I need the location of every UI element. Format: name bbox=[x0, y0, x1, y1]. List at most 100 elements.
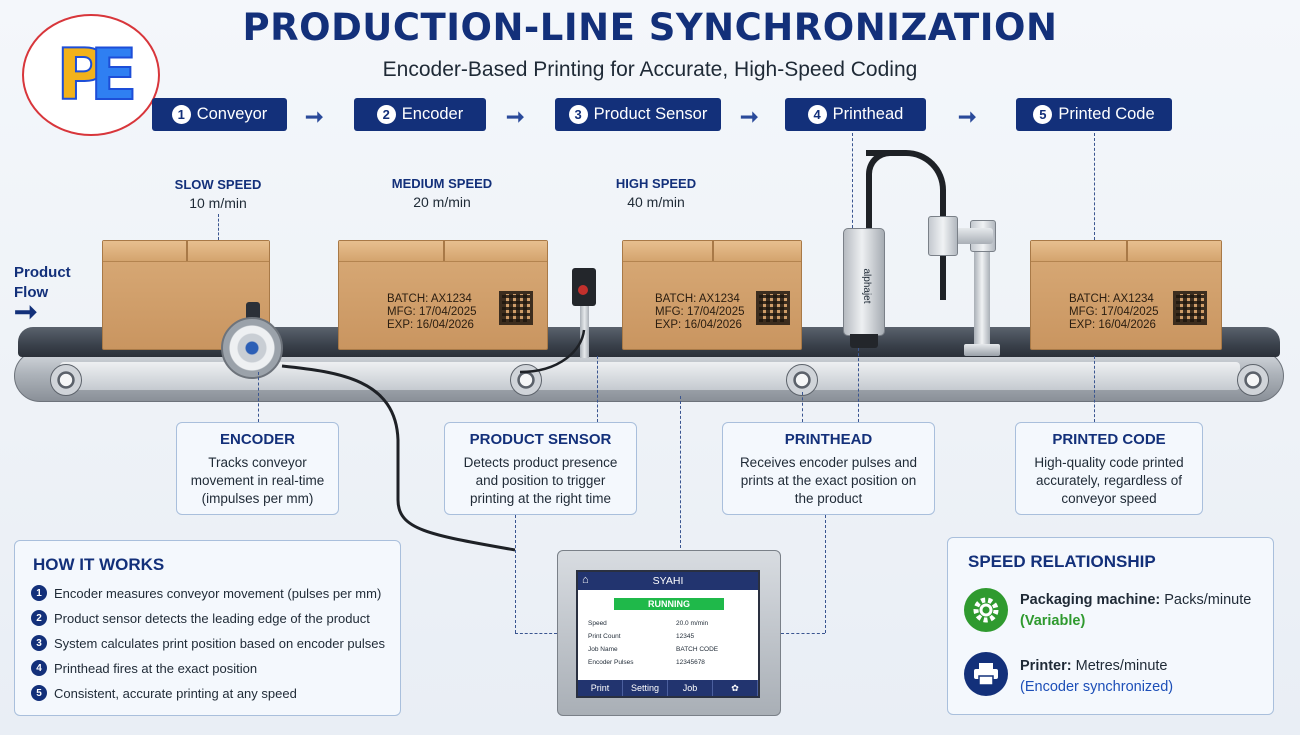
list-item: 5 Consistent, accurate printing at any s… bbox=[31, 683, 297, 703]
leader-line bbox=[781, 633, 825, 634]
sensor-led bbox=[578, 285, 588, 295]
qr-code-icon bbox=[756, 291, 790, 325]
info-encoder: ENCODER Tracks conveyor movement in real… bbox=[176, 422, 339, 515]
step-label: Printed Code bbox=[1058, 105, 1155, 123]
status-badge: RUNNING bbox=[614, 598, 724, 610]
step-number: 2 bbox=[376, 105, 396, 124]
speed-relationship-panel: SPEED RELATIONSHIP Packaging machine: Pa… bbox=[947, 537, 1274, 715]
leader-line bbox=[1094, 356, 1095, 422]
info-text: Detects product presence and position to… bbox=[463, 455, 618, 506]
leader-line bbox=[825, 515, 826, 633]
leader-line bbox=[858, 348, 859, 422]
leader-line bbox=[258, 372, 259, 422]
list-item: 2 Product sensor detects the leading edg… bbox=[31, 608, 370, 628]
flow-arrow-icon: ➞ bbox=[14, 296, 38, 327]
step-number: 3 bbox=[568, 105, 588, 124]
info-title: PRINTED CODE bbox=[1052, 431, 1166, 448]
leader-line bbox=[597, 356, 598, 422]
qr-code-icon bbox=[1173, 291, 1207, 325]
roller-icon bbox=[786, 364, 818, 396]
hmi-title: SYAHI bbox=[652, 575, 684, 587]
arrow-right-icon: ➞ bbox=[740, 104, 759, 129]
info-product-sensor: PRODUCT SENSOR Detects product presence … bbox=[444, 422, 637, 515]
step-encoder: 2 Encoder bbox=[354, 98, 486, 131]
encoder-wheel-icon bbox=[221, 317, 283, 379]
how-it-works-title: HOW IT WORKS bbox=[33, 555, 165, 574]
qr-code-icon bbox=[499, 291, 533, 325]
step-label: Encoder bbox=[401, 105, 464, 123]
step-product-sensor: 3 Product Sensor bbox=[555, 98, 721, 131]
roller-icon bbox=[1237, 364, 1269, 396]
speed-medium-value: 20 m/min bbox=[413, 194, 471, 210]
leader-line bbox=[1094, 133, 1095, 240]
step-number: 5 bbox=[1033, 105, 1053, 124]
arrow-right-icon: ➞ bbox=[305, 104, 324, 129]
gear-icon bbox=[964, 588, 1008, 632]
step-printed-code: 5 Printed Code bbox=[1016, 98, 1172, 131]
how-it-works-panel: HOW IT WORKS 1 Encoder measures conveyor… bbox=[14, 540, 401, 716]
info-text: High-quality code printed accurately, re… bbox=[1034, 455, 1184, 506]
step-printhead: 4 Printhead bbox=[785, 98, 926, 131]
info-printhead: PRINTHEAD Receives encoder pulses and pr… bbox=[722, 422, 935, 515]
step-label: Conveyor bbox=[196, 105, 268, 123]
speed-relationship-title: SPEED RELATIONSHIP bbox=[968, 552, 1156, 571]
info-title: PRODUCT SENSOR bbox=[469, 431, 612, 448]
job-button[interactable]: Job bbox=[668, 680, 713, 696]
page-subtitle: Encoder-Based Printing for Accurate, Hig… bbox=[382, 58, 918, 81]
leader-line bbox=[515, 515, 516, 633]
info-title: ENCODER bbox=[219, 431, 295, 448]
printer-relationship: Printer: Metres/minute (Encoder synchron… bbox=[1020, 658, 1174, 695]
leader-line bbox=[802, 392, 803, 422]
list-item: 4 Printhead fires at the exact position bbox=[31, 658, 257, 678]
leader-line bbox=[680, 396, 681, 548]
roller-icon bbox=[510, 364, 542, 396]
gear-icon[interactable]: ✿ bbox=[713, 680, 758, 696]
step-number: 4 bbox=[807, 105, 827, 124]
list-item: 3 System calculates print position based… bbox=[31, 633, 385, 653]
step-label: Product Sensor bbox=[593, 105, 708, 123]
printhead-nozzle bbox=[850, 334, 878, 348]
info-printed-code: PRINTED CODE High-quality code printed a… bbox=[1015, 422, 1203, 515]
hmi-header: ⌂ SYAHI bbox=[578, 572, 758, 590]
speed-medium-title: MEDIUM SPEED bbox=[391, 176, 493, 191]
info-text: Tracks conveyor movement in real-time (i… bbox=[190, 455, 325, 506]
roller-icon bbox=[50, 364, 82, 396]
print-button[interactable]: Print bbox=[578, 680, 623, 696]
page-title: PRODUCTION-LINE SYNCHRONIZATION bbox=[242, 6, 1058, 49]
printhead-clamp bbox=[928, 216, 958, 256]
arrow-right-icon: ➞ bbox=[506, 104, 525, 129]
packaging-relationship: Packaging machine: Packs/minute (Variabl… bbox=[1020, 592, 1252, 629]
arrow-right-icon: ➞ bbox=[958, 104, 977, 129]
info-text: Receives encoder pulses and prints at th… bbox=[739, 455, 918, 506]
printhead-icon bbox=[843, 228, 885, 336]
leader-line bbox=[218, 214, 219, 240]
setting-button[interactable]: Setting bbox=[623, 680, 668, 696]
step-label: Printhead bbox=[832, 105, 904, 123]
home-icon[interactable]: ⌂ bbox=[582, 574, 589, 586]
printhead-post bbox=[974, 250, 990, 350]
product-flow-label: Product Flow bbox=[14, 264, 71, 301]
speed-slow-value: 10 m/min bbox=[189, 195, 247, 211]
speed-high-title: HIGH SPEED bbox=[615, 176, 697, 191]
printer-icon bbox=[964, 652, 1008, 696]
step-conveyor: 1 Conveyor bbox=[152, 98, 287, 131]
list-item: 1 Encoder measures conveyor movement (pu… bbox=[31, 583, 381, 603]
leader-line bbox=[515, 633, 557, 634]
encoder-knob bbox=[246, 302, 260, 320]
printhead-post-base bbox=[964, 344, 1000, 356]
info-title: PRINTHEAD bbox=[784, 431, 873, 448]
speed-slow-title: SLOW SPEED bbox=[174, 177, 262, 192]
speed-high-value: 40 m/min bbox=[627, 194, 685, 210]
